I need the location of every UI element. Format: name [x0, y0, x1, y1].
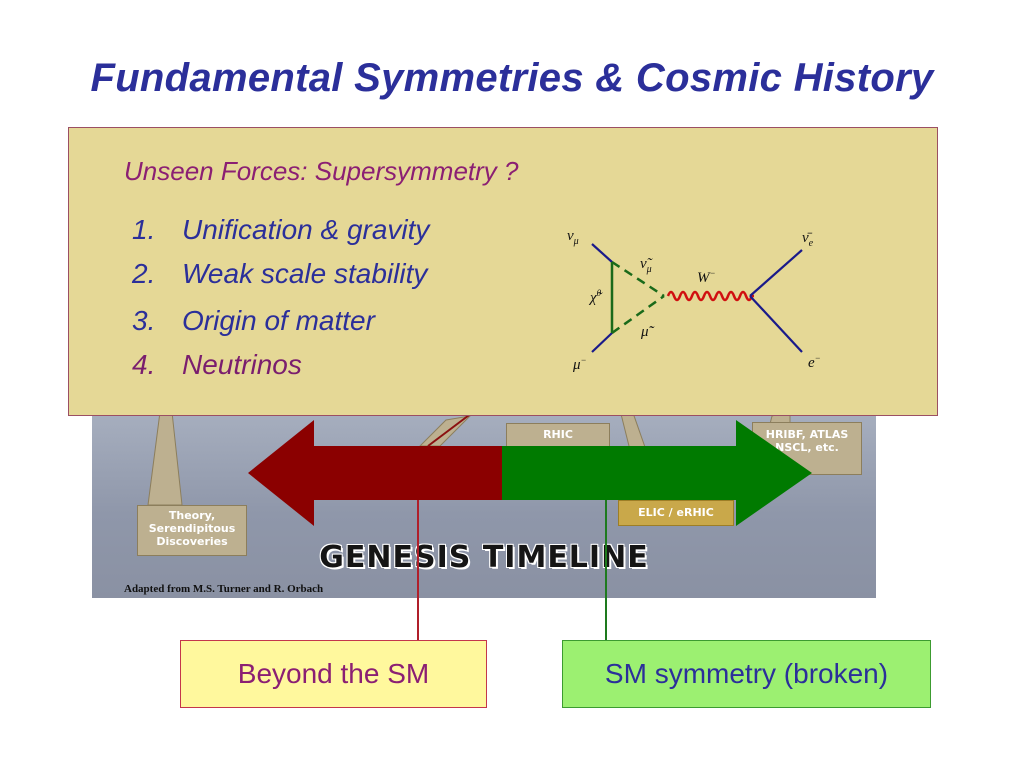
list-item: 2. Weak scale stability	[132, 258, 427, 290]
supersymmetry-box	[68, 127, 938, 416]
label-sneutrino: ν̃μ	[640, 256, 652, 275]
list-number: 4.	[132, 349, 156, 380]
genesis-timeline-label: GENESIS TIMELINE	[319, 540, 649, 575]
mu-line	[591, 332, 613, 353]
list-text: Unification & gravity	[182, 214, 430, 245]
slide-title: Fundamental Symmetries & Cosmic History	[90, 56, 934, 100]
list-number: 1.	[132, 214, 156, 245]
sneutrino-line	[611, 260, 665, 298]
sm-symmetry-label: SM symmetry (broken)	[562, 640, 931, 708]
label-nu-e-bar: ν̄e	[802, 230, 814, 249]
w-boson-wavy-line	[666, 290, 754, 302]
list-text: Origin of matter	[182, 305, 375, 336]
red-arrow-left	[248, 420, 502, 526]
beyond-sm-label: Beyond the SM	[180, 640, 487, 708]
list-item: 3. Origin of matter	[132, 305, 375, 337]
list-item: 1. Unification & gravity	[132, 214, 429, 246]
label-nu-mu: νμ	[567, 228, 579, 247]
callout-theory: Theory, Serendipitous Discoveries	[137, 505, 247, 556]
label-smuon: μ̃−	[641, 322, 655, 340]
nu-e-line	[749, 249, 803, 297]
nu-mu-line	[591, 243, 613, 263]
callout-rhic: RHIC	[506, 423, 610, 447]
list-text: Neutrinos	[182, 349, 302, 380]
smuon-line	[611, 294, 665, 335]
list-number: 3.	[132, 305, 156, 336]
label-neutralino: χ̃0	[590, 288, 602, 306]
label-muon: μ−	[573, 355, 587, 373]
callout-elic: ELIC / eRHIC	[618, 500, 734, 526]
supersymmetry-heading: Unseen Forces: Supersymmetry ?	[124, 156, 519, 186]
label-w-boson: W−	[697, 268, 716, 286]
label-electron: e−	[808, 353, 821, 371]
electron-line	[749, 295, 803, 353]
image-credit: Adapted from M.S. Turner and R. Orbach	[124, 583, 324, 595]
list-item: 4. Neutrinos	[132, 349, 302, 381]
list-number: 2.	[132, 258, 156, 289]
green-arrow-right	[502, 420, 812, 526]
list-text: Weak scale stability	[182, 258, 428, 289]
